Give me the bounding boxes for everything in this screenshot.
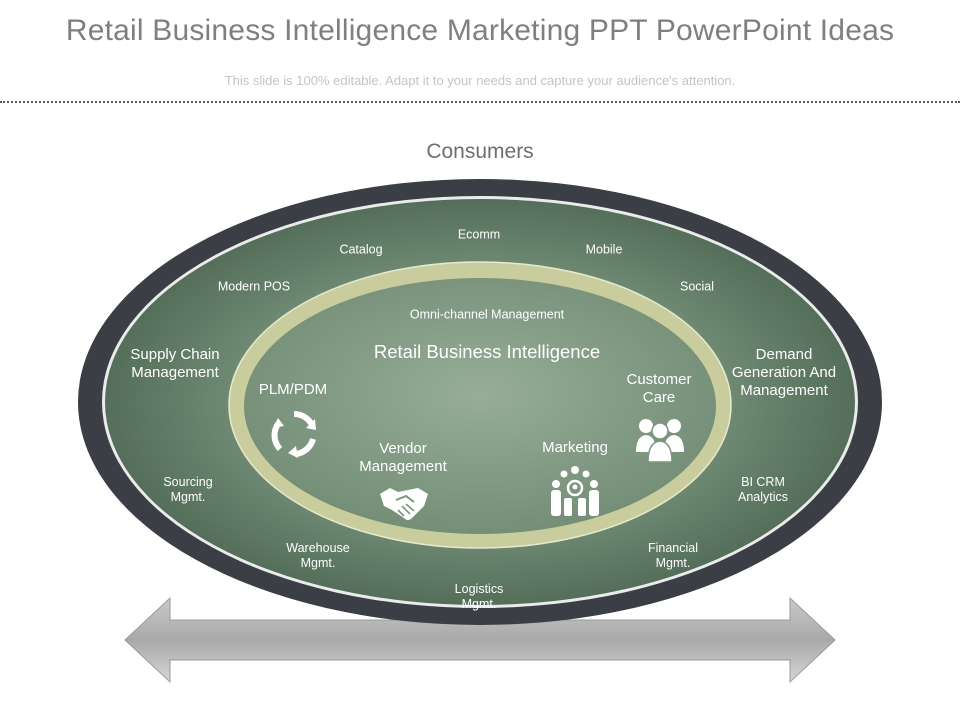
inner-ring-edge (228, 261, 732, 549)
slide-subtitle: This slide is 100% editable. Adapt it to… (224, 73, 736, 88)
label-modern-pos: Modern POS (217, 279, 291, 294)
inner-field (244, 278, 716, 534)
label-warehouse: Warehouse Mgmt. (286, 541, 350, 570)
double-arrow-icon (124, 596, 836, 684)
label-customer-care: Customer Care (626, 371, 692, 406)
label-vendor-management: Vendor Management (359, 440, 447, 475)
handshake-icon (380, 488, 428, 520)
consumers-label: Consumers (426, 140, 534, 163)
label-demand-generation: Demand Generation And Management (731, 346, 837, 399)
label-plm-pdm: PLM/PDM (258, 381, 328, 398)
label-sourcing: Sourcing Mgmt. (163, 475, 213, 504)
center-title: Retail Business Intelligence (373, 340, 601, 362)
label-marketing: Marketing (542, 439, 608, 456)
team-icon (551, 466, 599, 516)
label-omni-channel: Omni-channel Management (409, 307, 565, 322)
label-logistics: Logistics Mgmt. (454, 582, 504, 611)
label-catalog: Catalog (339, 242, 383, 257)
label-mobile: Mobile (585, 242, 623, 257)
label-financial: Financial Mgmt. (647, 541, 699, 570)
people-group-icon (636, 419, 684, 463)
label-supply-chain: Supply Chain Management (130, 346, 220, 381)
slide-title: Retail Business Intelligence Marketing P… (65, 14, 895, 47)
dotted-divider (0, 101, 960, 103)
label-bi-crm: BI CRM Analytics (737, 475, 789, 504)
label-social: Social (679, 279, 715, 294)
label-ecomm: Ecomm (457, 227, 501, 242)
cycle-arrows-icon (271, 410, 316, 458)
